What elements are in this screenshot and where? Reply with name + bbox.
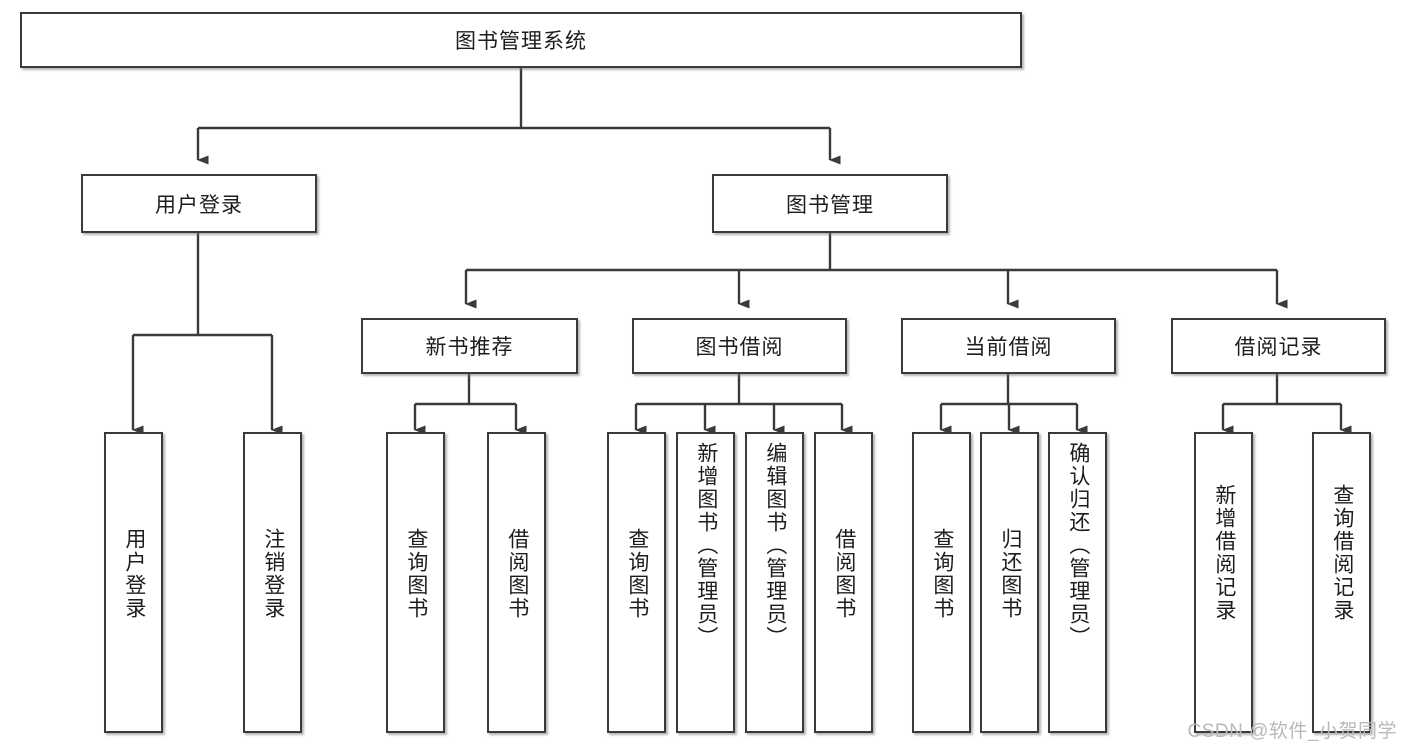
node-root[interactable]: 图书管理系统 — [20, 12, 1022, 68]
watermark: CSDN @软件_小贺同学 — [1187, 721, 1397, 742]
leaf-label: 归还图书 — [998, 528, 1022, 620]
leaf-borrow-add-book-admin[interactable]: 新增图书（管理员） — [676, 432, 735, 733]
leaf-current-return-book[interactable]: 归还图书 — [980, 432, 1039, 733]
leaf-label: 新增图书（管理员） — [694, 442, 718, 649]
leaf-label: 借阅图书 — [832, 528, 856, 620]
leaf-borrow-query-book[interactable]: 查询图书 — [607, 432, 666, 733]
node-root-label: 图书管理系统 — [455, 30, 587, 53]
node-user-login[interactable]: 用户登录 — [81, 174, 317, 233]
leaf-label: 查询借阅记录 — [1330, 484, 1354, 622]
node-book-management-label: 图书管理 — [786, 193, 874, 217]
leaf-record-query[interactable]: 查询借阅记录 — [1312, 432, 1371, 733]
leaf-label: 确认归还（管理员） — [1066, 442, 1090, 649]
leaf-current-query-book[interactable]: 查询图书 — [912, 432, 971, 733]
leaf-label: 新增借阅记录 — [1212, 484, 1236, 622]
leaf-user-login-login[interactable]: 用户登录 — [104, 432, 163, 733]
leaf-label: 查询图书 — [625, 528, 649, 620]
node-borrow-record[interactable]: 借阅记录 — [1171, 318, 1386, 374]
node-new-book-recommend[interactable]: 新书推荐 — [361, 318, 578, 374]
node-current-borrow-label: 当前借阅 — [964, 336, 1053, 359]
leaf-label: 用户登录 — [122, 528, 146, 620]
node-current-borrow[interactable]: 当前借阅 — [901, 318, 1116, 374]
node-new-book-recommend-label: 新书推荐 — [425, 336, 514, 359]
node-borrow-record-label: 借阅记录 — [1234, 336, 1323, 359]
node-book-borrow[interactable]: 图书借阅 — [632, 318, 847, 374]
leaf-label: 编辑图书（管理员） — [763, 442, 787, 649]
leaf-user-login-logout[interactable]: 注销登录 — [243, 432, 302, 733]
node-book-borrow-label: 图书借阅 — [695, 336, 784, 359]
leaf-new-book-borrow[interactable]: 借阅图书 — [487, 432, 546, 733]
leaf-record-add[interactable]: 新增借阅记录 — [1194, 432, 1253, 733]
leaf-new-book-query[interactable]: 查询图书 — [386, 432, 445, 733]
leaf-label: 注销登录 — [261, 528, 285, 620]
leaf-label: 查询图书 — [404, 528, 428, 620]
leaf-borrow-borrow-book[interactable]: 借阅图书 — [814, 432, 873, 733]
leaf-current-confirm-return-admin[interactable]: 确认归还（管理员） — [1048, 432, 1107, 733]
node-user-login-label: 用户登录 — [155, 193, 243, 217]
leaf-label: 查询图书 — [930, 528, 954, 620]
node-book-management[interactable]: 图书管理 — [712, 174, 948, 233]
leaf-borrow-edit-book-admin[interactable]: 编辑图书（管理员） — [745, 432, 804, 733]
leaf-label: 借阅图书 — [505, 528, 529, 620]
